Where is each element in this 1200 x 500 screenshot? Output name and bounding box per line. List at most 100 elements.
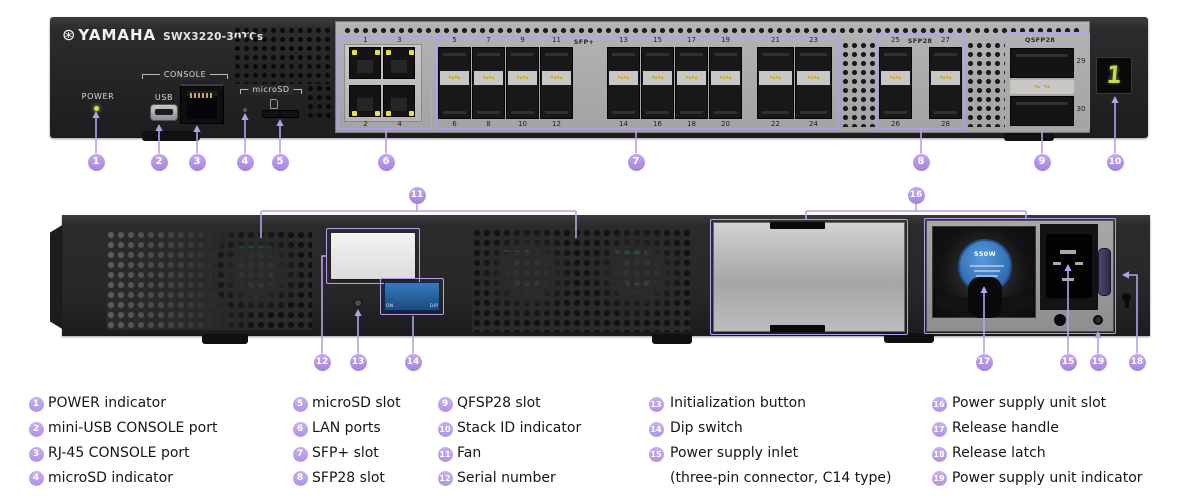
legend-badge: 2 — [28, 421, 44, 437]
microsd-label: microSD — [248, 85, 294, 95]
sfp-cage: ▾▴▾▴ — [607, 47, 640, 119]
keyhole-slot — [1122, 293, 1131, 308]
usb-label: USB — [154, 93, 174, 102]
legend-badge: 18 — [931, 446, 947, 462]
legend-item-label: SFP+ slot — [312, 445, 379, 461]
legend-badge: 11 — [437, 446, 453, 462]
release-handle-grip — [968, 277, 1002, 318]
port-number: 26 — [891, 120, 900, 128]
legend-badge: 13 — [648, 396, 664, 412]
legend-badge: 17 — [931, 421, 947, 437]
panel-vent-row — [343, 26, 1083, 36]
sfp-cage: ▾▴▾▴ — [709, 47, 742, 119]
sfp-cage: ▾▴▾▴ — [757, 47, 794, 119]
legend-item-label: microSD indicator — [48, 469, 173, 486]
legend-item-label: microSD slot — [312, 395, 401, 411]
legend-badge: 15 — [648, 446, 664, 462]
legend-item-label: Stack ID indicator — [457, 420, 582, 436]
cover-notch — [770, 325, 825, 332]
port-number: 21 — [771, 36, 780, 44]
sfp-cage: ▾▴▾▴ — [879, 47, 912, 119]
port-number: 29 — [1076, 57, 1086, 65]
port-number: 28 — [941, 120, 950, 128]
sfp28-label: SFP28 — [907, 37, 933, 45]
port-number: 25 — [891, 36, 900, 44]
front-foot — [1004, 131, 1054, 141]
lan-port — [383, 47, 415, 79]
power-led — [94, 106, 99, 111]
mini-usb-console-port — [150, 104, 178, 121]
power-label: POWER — [81, 92, 115, 101]
sd-card-icon — [270, 99, 278, 109]
port-number: 9 — [520, 36, 525, 44]
port-number: 19 — [721, 36, 730, 44]
legend-item-label: SFP28 slot — [312, 469, 385, 486]
lan-port — [349, 47, 381, 79]
rear-foot — [652, 334, 692, 344]
microsd-bracket: microSD — [240, 85, 302, 95]
legend-badge: 6 — [292, 421, 308, 437]
port-number: 30 — [1076, 105, 1086, 113]
qsfp28-label: QSFP28 — [1024, 36, 1056, 44]
legend-item-continuation: (three-pin connector, C14 type) — [670, 469, 892, 486]
rear-side-wedge — [50, 224, 64, 330]
legend-badge: 10 — [437, 421, 453, 437]
port-number: 13 — [619, 36, 628, 44]
legend-item-label: Fan — [457, 445, 482, 461]
qsfp28-cage — [1010, 48, 1074, 78]
port-number: 12 — [552, 120, 561, 128]
front-left-vent — [306, 84, 333, 122]
port-number: 20 — [721, 120, 730, 128]
sfp-plus-group-box — [436, 36, 839, 129]
legend-badge: 14 — [648, 421, 664, 437]
legend-badge: 1 — [28, 396, 44, 412]
cover-notch — [770, 222, 825, 229]
legend-badge: 4 — [28, 471, 44, 486]
legend-item-label: Serial number — [457, 469, 556, 486]
sfp-cage: ▾▴▾▴ — [675, 47, 708, 119]
dip-dip-label: DIP — [430, 304, 439, 309]
console-bracket: CONSOLE — [142, 70, 228, 80]
legend-item-label: POWER indicator — [48, 395, 166, 411]
qsfp28-cage — [1010, 96, 1074, 126]
legend-badge: 5 — [292, 396, 308, 412]
inlet-pin — [1075, 262, 1083, 265]
sfp-cage: ▾▴▾▴ — [795, 47, 832, 119]
panel-vent-patch — [841, 41, 876, 127]
port-number: 2 — [363, 120, 368, 128]
port-number: 11 — [552, 36, 561, 44]
legend-badge: 7 — [292, 446, 308, 462]
yamaha-logo-text: YAMAHA — [78, 26, 157, 44]
rear-foot — [202, 334, 248, 344]
port-number: 24 — [809, 120, 818, 128]
legend-item-label: Power supply unit slot — [952, 395, 1107, 411]
psu-hole — [1054, 314, 1066, 326]
power-supply-unit-indicator — [1093, 315, 1103, 325]
legend-badge: 9 — [437, 396, 453, 412]
legend-item-label: Release latch — [952, 445, 1046, 461]
legend-badge: 8 — [292, 471, 308, 486]
inlet-pin — [1053, 262, 1061, 265]
legend-item-label: QFSP28 slot — [457, 395, 541, 411]
qsfp28-strip: ▾▴··▾▴ — [1010, 80, 1074, 94]
front-left-vent — [233, 26, 333, 84]
legend-item-label: Initialization button — [670, 395, 807, 411]
lan-port — [349, 85, 381, 117]
lan-ports-group-box — [338, 36, 432, 129]
port-number: 14 — [619, 120, 628, 128]
port-number: 17 — [687, 36, 696, 44]
panel-vent-patch — [966, 41, 1005, 127]
sfp-cage: ▾▴▾▴ — [641, 47, 674, 119]
initialization-button — [354, 299, 362, 307]
port-number: 1 — [363, 36, 368, 44]
stack-id-display: 8 1 — [1096, 57, 1132, 94]
legend-item-label: Dip switch — [670, 420, 743, 436]
sfp-cage: ▾▴▾▴ — [438, 47, 471, 119]
sfp-cage: ▾▴▾▴ — [929, 47, 962, 119]
port-number: 15 — [653, 36, 662, 44]
legend-item-label: Release handle — [952, 420, 1059, 436]
rear-foot — [884, 333, 934, 343]
port-number: 4 — [397, 120, 402, 128]
